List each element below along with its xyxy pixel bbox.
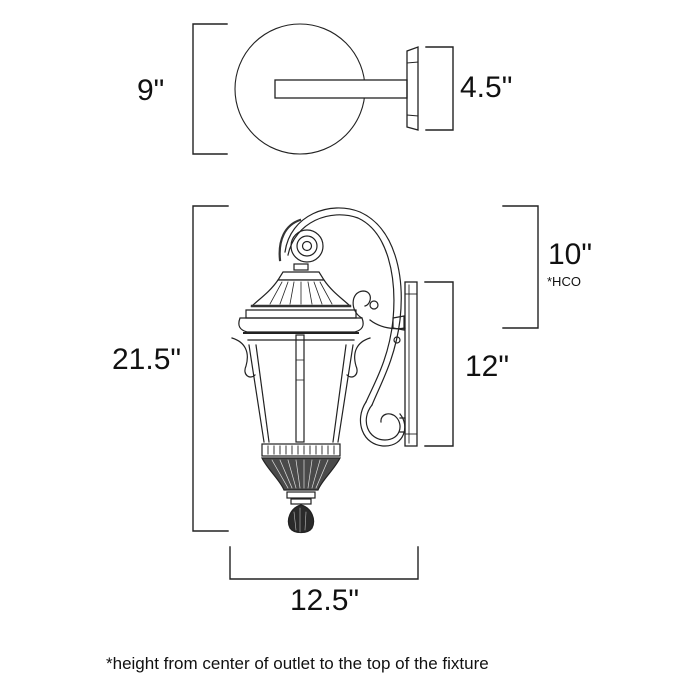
footnote-text: *height from center of outlet to the top…: [106, 654, 489, 673]
dimension-note-hco: *HCO: [547, 274, 581, 289]
arm-top: [274, 79, 408, 99]
dimension-label-backplate-width: 4.5": [460, 71, 513, 104]
dimension-bracket-12in: [424, 281, 454, 447]
dimension-label-height-from-outlet: 10": [548, 238, 593, 271]
lantern-body: [231, 263, 371, 534]
dimension-label-overall-height: 21.5": [112, 343, 182, 376]
scroll-arm: [278, 207, 406, 447]
side-view: [192, 205, 539, 580]
backplate-top: [406, 46, 419, 131]
dimension-bracket-4-5in: [425, 46, 454, 131]
dimension-bracket-21-5in: [192, 205, 229, 532]
dimension-bracket-9in: [192, 23, 228, 155]
dimension-bracket-12-5in: [229, 546, 419, 580]
dimension-label-canopy-diameter: 9": [137, 74, 165, 107]
dimension-label-backplate-height: 12": [465, 350, 510, 383]
dimension-bracket-10in: [502, 205, 539, 329]
dimension-label-width: 12.5": [290, 584, 360, 617]
backplate-side: [404, 281, 418, 447]
top-view: [192, 23, 454, 155]
